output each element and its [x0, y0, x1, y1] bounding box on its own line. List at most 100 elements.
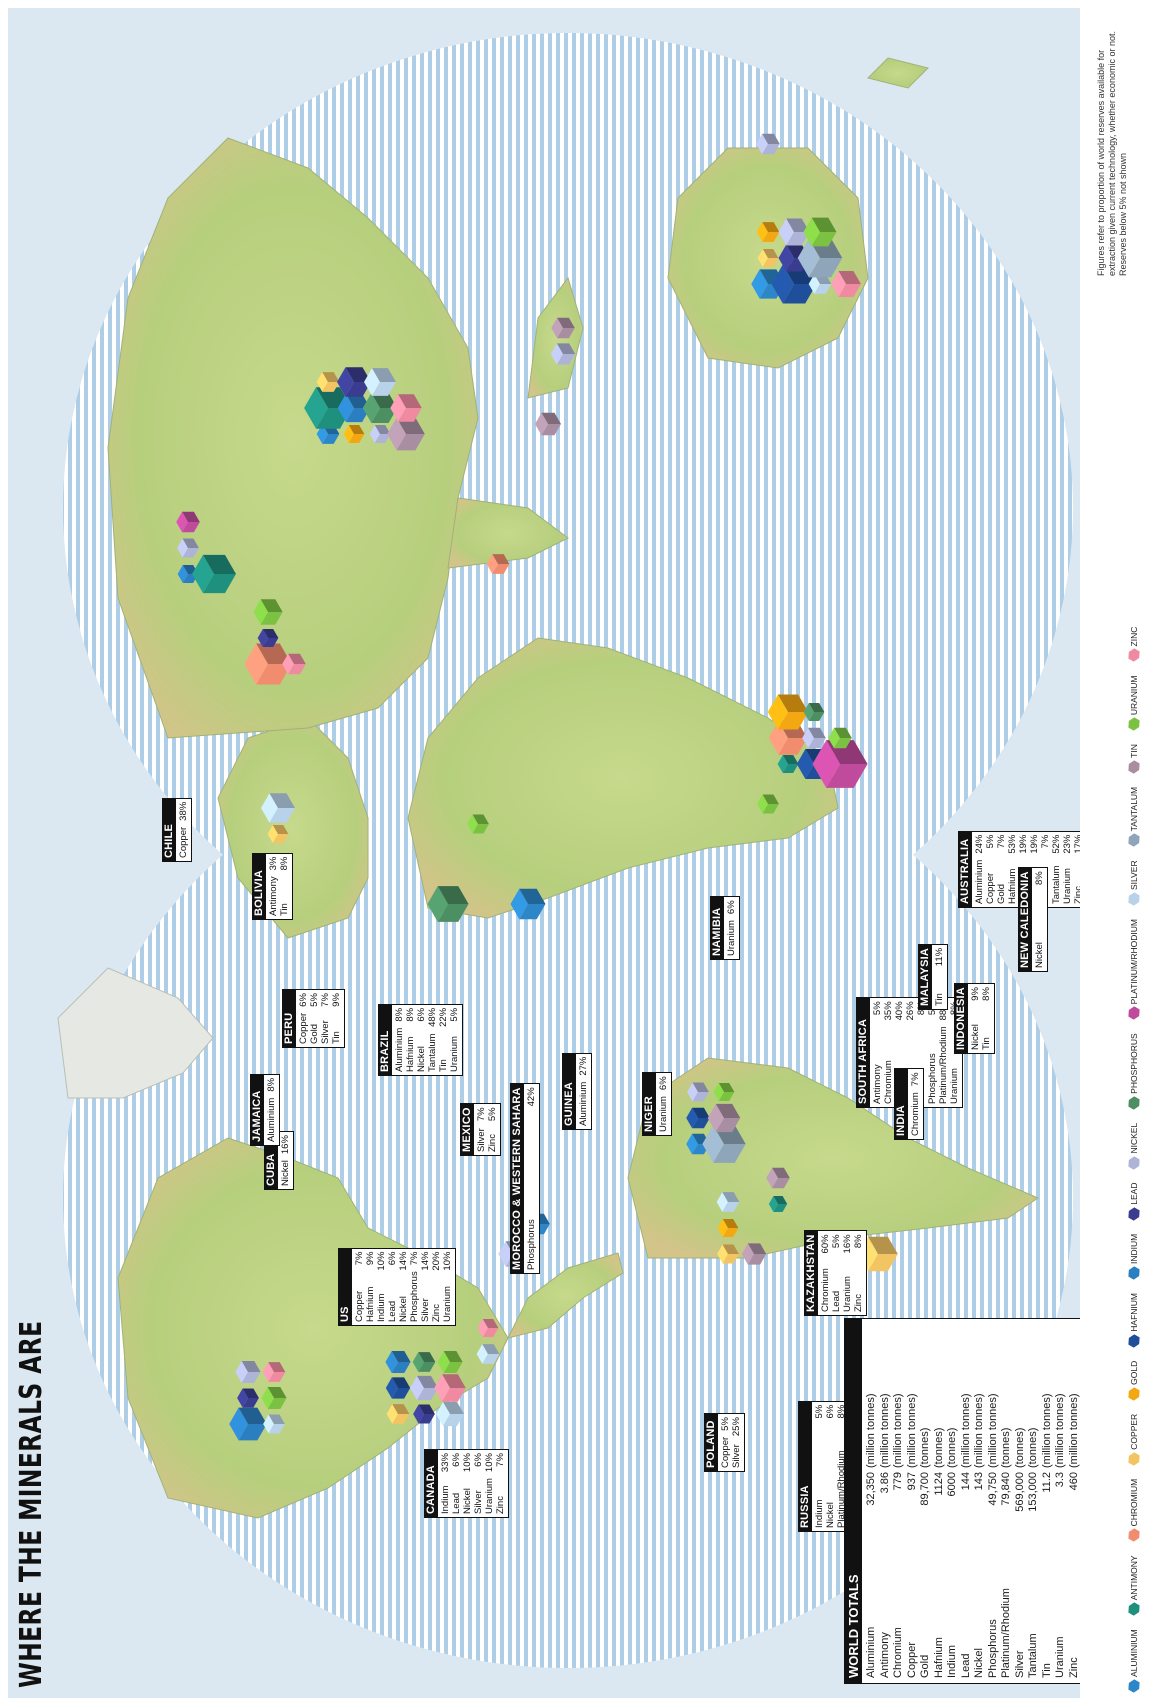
mineral-name: Silver	[320, 1020, 331, 1044]
cube-face	[203, 554, 236, 574]
mineral-share: 19%	[1029, 834, 1040, 854]
totals-mineral: Indium	[946, 1644, 958, 1678]
country-name: SOUTH AFRICA	[857, 998, 870, 1107]
cube-face	[467, 814, 478, 834]
cube-face	[272, 834, 289, 844]
totals-amount: 3.3	[1054, 1472, 1066, 1488]
mineral-cube-zinc	[831, 271, 861, 297]
cube-face	[262, 1362, 274, 1382]
mineral-name: Aluminium	[266, 1097, 277, 1142]
cube-face	[268, 1414, 285, 1424]
country-name: US	[339, 1248, 352, 1325]
mineral-cube-aluminium	[510, 888, 546, 920]
cube-face	[260, 599, 283, 612]
cube-face	[556, 343, 576, 354]
mineral-cube-nickel	[550, 343, 576, 365]
mineral-cube-tin	[707, 1103, 741, 1133]
cube-face	[557, 317, 575, 328]
mineral-name: Tin	[279, 903, 290, 916]
mineral-cube-copper	[386, 1404, 410, 1424]
country-name: INDIA	[895, 1069, 908, 1139]
mineral-share: 5%	[831, 1234, 842, 1249]
mineral-cube-tin	[766, 1167, 790, 1189]
mineral-share: 6%	[825, 1404, 836, 1419]
cube-face	[782, 764, 799, 774]
cube-face	[282, 653, 294, 675]
mineral-share: 7%	[1040, 834, 1051, 849]
country-name: INDONESIA	[955, 984, 968, 1053]
legend-item-hafnium: HAFNIUM	[1128, 1293, 1140, 1347]
mineral-name: Phosphorus	[927, 1053, 938, 1104]
mineral-share: 6%	[451, 1453, 462, 1467]
cube-face	[747, 1254, 767, 1265]
cube-face	[808, 712, 825, 722]
mineral-cube-silver	[261, 793, 295, 823]
mineral-share: 7%	[354, 1251, 365, 1266]
mineral-cube-zinc	[282, 653, 306, 675]
cube-face	[269, 793, 295, 808]
cube-icon	[1126, 1206, 1142, 1222]
cube-face	[811, 217, 837, 232]
cube-icon	[1126, 1333, 1142, 1349]
mineral-name: Uranium	[842, 1276, 853, 1312]
mineral-cube-zinc	[262, 1362, 286, 1382]
mineral-share: 60%	[820, 1234, 831, 1254]
mineral-cube-nickel	[369, 424, 391, 444]
cube-face	[269, 808, 295, 823]
cube-face	[716, 1192, 728, 1212]
totals-mineral: Copper	[905, 1641, 918, 1678]
totals-unit: (tonnes)	[932, 1427, 945, 1468]
totals-amount: 937	[905, 1472, 918, 1491]
cube-face	[371, 393, 398, 408]
legend-item-indium: INDIUM	[1128, 1234, 1140, 1279]
mineral-share: 7%	[495, 1453, 506, 1467]
cube-face	[392, 1404, 410, 1414]
country-name: CHILE	[163, 798, 176, 861]
cube-face	[722, 1244, 739, 1254]
cube-icon	[1126, 1005, 1142, 1021]
cube-face	[396, 434, 425, 451]
mineral-name: Gold	[309, 1023, 320, 1044]
mineral-name: Tantalum	[427, 1033, 438, 1072]
mineral-cube-gold	[343, 424, 365, 444]
cube-face	[686, 1133, 698, 1155]
mineral-cube-tin	[741, 1243, 767, 1265]
central-america	[507, 1252, 624, 1339]
mineral-share: 33%	[440, 1453, 451, 1473]
cube-face	[777, 694, 809, 712]
mineral-cube-uranium	[467, 814, 489, 834]
mineral-cube-nickel	[687, 1082, 709, 1102]
new-zealand	[867, 57, 929, 89]
mineral-cube-nickel	[802, 727, 826, 749]
cube-face	[772, 1167, 790, 1178]
country-name: GUINEA	[563, 1053, 576, 1129]
totals-unit: (million tonnes)	[973, 1393, 985, 1468]
cube-face	[176, 511, 188, 533]
totals-unit: (million tonnes)	[878, 1393, 891, 1468]
mineral-name: Silver	[476, 1128, 487, 1152]
cube-face	[766, 1167, 778, 1189]
cube-face	[262, 638, 279, 648]
mineral-share: 6%	[658, 1076, 669, 1091]
mineral-share: 5%	[872, 1001, 883, 1016]
southeast-asia-islands	[527, 276, 584, 399]
cube-icon	[1126, 1154, 1142, 1170]
cube-face	[410, 1375, 424, 1401]
cube-face	[768, 721, 788, 755]
totals-mineral: Aluminium	[865, 1626, 877, 1678]
mineral-share: 5%	[985, 834, 996, 849]
